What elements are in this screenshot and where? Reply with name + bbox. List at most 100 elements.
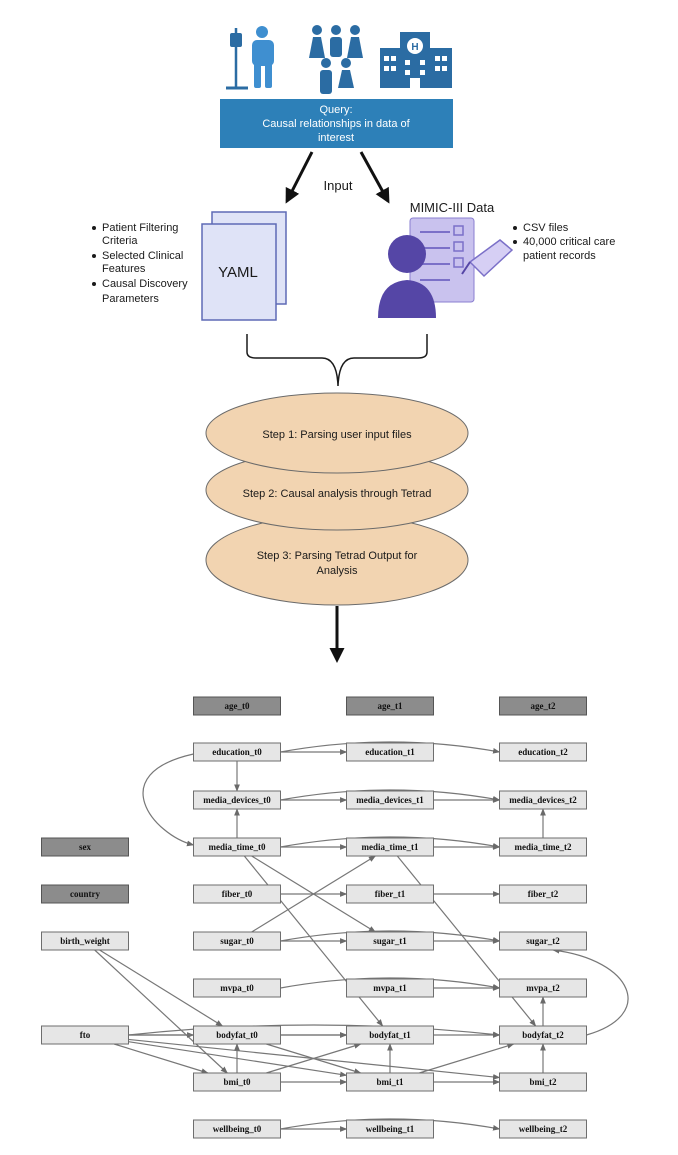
- graph-node-label: wellbeing_t0: [213, 1124, 262, 1134]
- graph-node-label: sugar_t1: [373, 936, 407, 946]
- graph-node-wellbeing-t1: wellbeing_t1: [346, 1119, 434, 1139]
- mimic-title: MIMIC-III Data: [410, 200, 495, 215]
- graph-node-age-t2: age_t2: [499, 696, 587, 716]
- graph-node-label: media_time_t1: [362, 842, 419, 852]
- bullet-records-2: patient records: [523, 250, 596, 262]
- graph-node-label: bmi_t0: [224, 1077, 252, 1087]
- edge-education_t0-to-education_t2: [280, 741, 501, 754]
- graph-node-age-t0: age_t0: [193, 696, 281, 716]
- bullet-records-1: 40,000 critical care: [523, 236, 615, 248]
- graph-node-label: bodyfat_t2: [522, 1030, 564, 1040]
- graph-node-label: bodyfat_t1: [369, 1030, 411, 1040]
- graph-node-label: mvpa_t2: [526, 983, 560, 993]
- graph-node-bmi-t0: bmi_t0: [193, 1072, 281, 1092]
- graph-node-label: sugar_t0: [220, 936, 254, 946]
- bullet-causal-discovery-1: Causal Discovery: [102, 278, 188, 290]
- graph-node-label: fto: [80, 1030, 91, 1040]
- causal-graph-nodes: age_t0 age_t1 age_t2 education_t0 education_…: [41, 696, 587, 1139]
- graph-node-label: education_t0: [212, 747, 262, 757]
- query-box: Query: Causal relationships in data of i…: [220, 99, 453, 148]
- graph-node-education-t0: education_t0: [193, 742, 281, 762]
- bullet-clinical-features-1: Selected Clinical: [102, 250, 183, 262]
- graph-node-media-devices-t0: media_devices_t0: [193, 790, 281, 810]
- causal-graph-edges: [94, 741, 629, 1132]
- graph-node-label: media_devices_t1: [356, 795, 424, 805]
- input-label: Input: [324, 178, 353, 193]
- graph-node-fiber-t1: fiber_t1: [346, 884, 434, 904]
- graph-node-mvpa-t2: mvpa_t2: [499, 978, 587, 998]
- graph-node-label: education_t2: [518, 747, 568, 757]
- graph-node-label: fiber_t1: [375, 889, 406, 899]
- yaml-label: YAML: [218, 264, 258, 281]
- bullet-patient-filtering-1: Patient Filtering: [102, 222, 178, 234]
- input-arrow-right: [359, 151, 390, 204]
- graph-node-fiber-t2: fiber_t2: [499, 884, 587, 904]
- step-1-line-1: Step 1: Parsing user input files: [262, 429, 412, 441]
- family-icon: [309, 25, 363, 94]
- graph-node-label: mvpa_t0: [220, 983, 254, 993]
- graph-node-mvpa-t0: mvpa_t0: [193, 978, 281, 998]
- edge-birth_weight-to-bmi_t0: [94, 949, 228, 1074]
- graph-node-label: age_t2: [531, 701, 556, 711]
- graph-node-label: media_devices_t2: [509, 795, 577, 805]
- edge-media_devices_t0-to-media_devices_t2: [280, 789, 501, 802]
- graph-node-sugar-t2: sugar_t2: [499, 931, 587, 951]
- graph-node-fto: fto: [41, 1025, 129, 1045]
- graph-node-mvpa-t1: mvpa_t1: [346, 978, 434, 998]
- patient-iv-icon: [226, 26, 274, 90]
- graph-node-media-time-t2: media_time_t2: [499, 837, 587, 857]
- step-3-line-1: Step 3: Parsing Tetrad Output for: [257, 550, 418, 562]
- left-bullet-list: Patient Filtering Criteria Selected Clin…: [92, 222, 188, 305]
- graph-node-bmi-t2: bmi_t2: [499, 1072, 587, 1092]
- step-1: Step 1: Parsing user input files: [205, 392, 469, 474]
- graph-node-label: bmi_t2: [530, 1077, 558, 1087]
- edge-wellbeing_t0-to-wellbeing_t2: [280, 1118, 501, 1131]
- graph-node-label: media_time_t0: [209, 842, 266, 852]
- graph-node-label: age_t1: [378, 701, 403, 711]
- graph-node-label: age_t0: [225, 701, 250, 711]
- step-2-line-1: Step 2: Causal analysis through Tetrad: [243, 488, 432, 500]
- graph-node-education-t2: education_t2: [499, 742, 587, 762]
- input-arrow-left: [285, 151, 314, 204]
- query-line-2: Causal relationships in data of: [262, 118, 410, 130]
- graph-node-label: sugar_t2: [526, 936, 560, 946]
- graph-node-fiber-t0: fiber_t0: [193, 884, 281, 904]
- graph-node-country: country: [41, 884, 129, 904]
- graph-node-media-time-t0: media_time_t0: [193, 837, 281, 857]
- query-line-3: interest: [318, 132, 354, 144]
- graph-node-sugar-t0: sugar_t0: [193, 931, 281, 951]
- bullet-clinical-features-2: Features: [102, 263, 146, 275]
- graph-node-label: bodyfat_t0: [216, 1030, 258, 1040]
- graph-node-label: wellbeing_t2: [519, 1124, 568, 1134]
- edge-education_t0-to-media_time_t0: [142, 753, 195, 847]
- graph-node-label: fiber_t2: [528, 889, 559, 899]
- edge-bmi_t0-to-bodyfat_t1: [266, 1043, 362, 1074]
- graph-node-media-time-t1: media_time_t1: [346, 837, 434, 857]
- graph-node-bodyfat-t0: bodyfat_t0: [193, 1025, 281, 1045]
- edge-fto-to-bodyfat_t2: [128, 1024, 501, 1038]
- graph-node-age-t1: age_t1: [346, 696, 434, 716]
- edge-sugar_t0-to-sugar_t2: [280, 930, 501, 943]
- graph-node-wellbeing-t2: wellbeing_t2: [499, 1119, 587, 1139]
- graph-node-bodyfat-t1: bodyfat_t1: [346, 1025, 434, 1045]
- right-bullet-list: CSV files 40,000 critical care patient r…: [513, 222, 615, 262]
- edge-bodyfat_t2-to-sugar_t2: [552, 947, 629, 1036]
- bullet-patient-filtering-2: Criteria: [102, 235, 138, 247]
- graph-node-education-t1: education_t1: [346, 742, 434, 762]
- edge-sugar_t0-to-media_time_t1: [251, 855, 376, 933]
- bullet-causal-discovery-2: Parameters: [102, 293, 159, 305]
- edge-fto-to-bmi_t0: [113, 1043, 209, 1074]
- graph-node-label: wellbeing_t1: [366, 1124, 415, 1134]
- graph-node-wellbeing-t0: wellbeing_t0: [193, 1119, 281, 1139]
- graph-node-birth-weight: birth_weight: [41, 931, 129, 951]
- graph-node-label: media_devices_t0: [203, 795, 271, 805]
- edge-media_time_t0-to-media_time_t2: [280, 836, 501, 849]
- merge-brace: [246, 334, 428, 387]
- graph-node-label: media_time_t2: [515, 842, 572, 852]
- graph-node-label: sex: [79, 842, 91, 852]
- hospital-icon: H: [380, 32, 452, 88]
- graph-node-label: mvpa_t1: [373, 983, 407, 993]
- step-3-line-2: Analysis: [317, 565, 358, 577]
- graph-node-bmi-t1: bmi_t1: [346, 1072, 434, 1092]
